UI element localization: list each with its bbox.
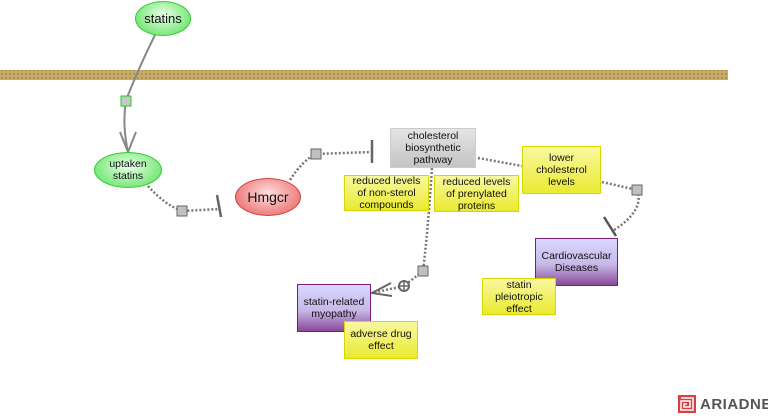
ariadne-knot-icon xyxy=(678,395,696,413)
node-reduced-non-sterol[interactable]: reduced levels of non-sterol compounds xyxy=(344,175,429,211)
node-hmgcr[interactable]: Hmgcr xyxy=(235,178,301,216)
node-reduced-prenylated[interactable]: reduced levels of prenylated proteins xyxy=(434,175,519,212)
plus-sign-icon xyxy=(399,281,409,291)
process-node[interactable] xyxy=(176,205,188,217)
process-node[interactable] xyxy=(631,184,643,196)
ariadne-logo: ARIADNE xyxy=(678,395,768,413)
edge-link xyxy=(477,156,523,168)
process-node[interactable] xyxy=(417,265,429,277)
edge-inhibition xyxy=(147,185,220,213)
edge-positive xyxy=(371,167,434,295)
node-statins[interactable]: statins xyxy=(135,1,191,36)
inhibition-bar-icon xyxy=(215,194,223,218)
node-adverse-drug-effect[interactable]: adverse drug effect xyxy=(344,321,418,359)
node-lower-cholesterol[interactable]: lower cholesterol levels xyxy=(522,146,601,194)
process-node[interactable] xyxy=(120,95,132,107)
cell-membrane xyxy=(0,70,728,80)
node-statin-pleiotropic[interactable]: statin pleiotropic effect xyxy=(482,278,556,315)
node-uptaken-statins[interactable]: uptaken statins xyxy=(94,152,162,188)
inhibition-bar-icon xyxy=(602,216,618,237)
arrow-head-icon xyxy=(368,282,393,297)
logo-text: ARIADNE xyxy=(700,395,768,413)
process-node[interactable] xyxy=(310,148,322,160)
edge-transport xyxy=(123,34,156,153)
node-cholesterol-pathway[interactable]: cholesterol biosynthetic pathway xyxy=(390,128,476,168)
